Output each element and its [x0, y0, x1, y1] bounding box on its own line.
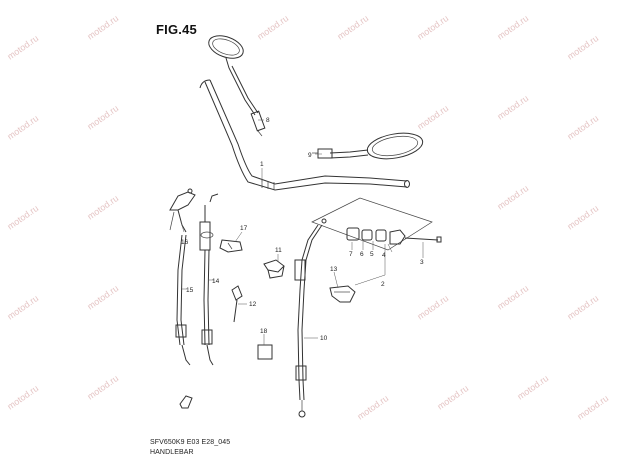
callout-14: 14 [212, 278, 220, 285]
callout-12: 12 [249, 301, 257, 308]
handlebar-tube [199, 79, 410, 191]
clamp-11 [263, 259, 285, 279]
watermark: motod.ru [495, 183, 530, 212]
callout-labels: 1 2 3 4 5 6 7 8 9 10 11 12 13 14 15 16 1… [181, 117, 424, 342]
callout-18: 18 [260, 328, 268, 335]
callout-10: 10 [320, 335, 328, 342]
callout-11: 11 [275, 247, 282, 254]
callout-15: 15 [186, 287, 194, 294]
callout-4: 4 [382, 252, 386, 259]
label-18 [257, 344, 273, 360]
watermark: motod.ru [565, 33, 600, 62]
watermark: motod.ru [575, 393, 610, 422]
bracket-17 [219, 239, 243, 253]
watermark: motod.ru [5, 33, 40, 62]
callout-17: 17 [240, 225, 248, 232]
left-lever-assembly [169, 188, 196, 233]
watermark: motod.ru [415, 293, 450, 322]
left-mirror [208, 35, 266, 137]
clip-part [179, 395, 193, 409]
callout-9: 9 [308, 152, 312, 159]
watermark: motod.ru [495, 93, 530, 122]
callout-6: 6 [360, 251, 364, 258]
watermark: motod.ru [355, 393, 390, 422]
watermark: motod.ru [495, 283, 530, 312]
callout-8: 8 [266, 117, 270, 124]
callout-7: 7 [349, 251, 353, 258]
watermark: motod.ru [565, 293, 600, 322]
watermark: motod.ru [5, 113, 40, 142]
right-mirror [312, 132, 424, 160]
watermark: motod.ru [335, 13, 370, 42]
clamp-12 [231, 285, 243, 323]
watermark: motod.ru [85, 13, 120, 42]
watermark: motod.ru [495, 13, 530, 42]
watermark: motod.ru [255, 13, 290, 42]
watermark: motod.ru [515, 373, 550, 402]
watermark: motod.ru [415, 13, 450, 42]
watermark: motod.ru [435, 383, 470, 412]
cable-14 [199, 193, 219, 366]
figure-title: FIG.45 [156, 22, 197, 37]
watermark: motod.ru [565, 113, 600, 142]
watermark: motod.ru [565, 203, 600, 232]
bracket-13 [329, 285, 356, 303]
watermark: motod.ru [5, 293, 40, 322]
watermark: motod.ru [85, 373, 120, 402]
watermark: motod.ru [5, 383, 40, 412]
watermark: motod.ru [85, 283, 120, 312]
callout-2: 2 [381, 281, 385, 288]
watermark: motod.ru [5, 203, 40, 232]
watermark: motod.ru [85, 103, 120, 132]
watermark-layer: motod.ru motod.ru motod.ru motod.ru moto… [5, 13, 610, 422]
cable-10 [294, 218, 327, 418]
figure-code: SFV650K9 E03 E28_045 [150, 439, 231, 446]
callout-13: 13 [330, 266, 338, 273]
grip-assembly [311, 197, 442, 251]
watermark: motod.ru [415, 103, 450, 132]
figure-name: HANDLEBAR [150, 449, 194, 456]
leader-lines [180, 119, 424, 345]
callout-5: 5 [370, 251, 374, 258]
callout-3: 3 [420, 259, 424, 266]
callout-1: 1 [260, 161, 264, 168]
watermark: motod.ru [85, 193, 120, 222]
callout-16: 16 [181, 239, 189, 246]
cable-15 [175, 234, 191, 366]
